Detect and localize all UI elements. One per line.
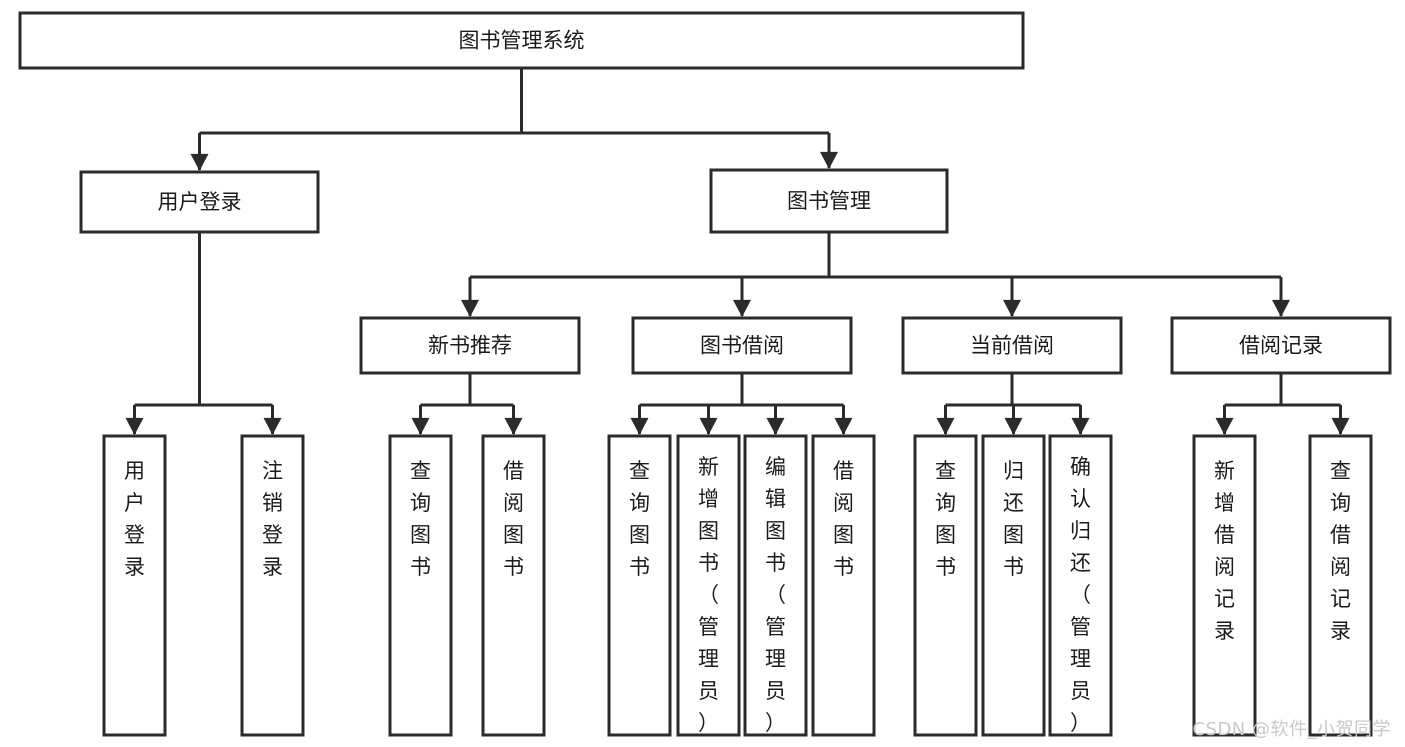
node-l2-图书管理-label: 图书管理 [787, 189, 871, 213]
arrow-head-icon [461, 299, 479, 317]
arrow-head-icon [504, 417, 523, 435]
node-l3-当前借阅-label: 当前借阅 [970, 334, 1054, 358]
node-leaf-注销登录-box[interactable] [240, 434, 305, 737]
arrow-head-icon [1272, 299, 1290, 317]
arrow-head-icon [1331, 417, 1350, 435]
arrow-head-icon [936, 417, 955, 435]
node-leaf-确认归还管理员-label: 确认归还（管理员） [1070, 455, 1091, 735]
node-root-图书管理系统-label: 图书管理系统 [459, 29, 585, 53]
node-leaf-确认归还管理员-box[interactable] [1048, 434, 1113, 737]
node-leaf-查询图书-label: 查询图书 [410, 459, 431, 579]
node-leaf-新增图书管理员-box[interactable] [676, 434, 741, 737]
node-l2-图书管理[interactable]: 图书管理 [709, 168, 949, 234]
node-leaf-查询借阅记录-label: 查询借阅记录 [1330, 459, 1351, 643]
node-leaf-查询图书-box[interactable] [607, 434, 672, 737]
arrow-head-icon [820, 151, 838, 169]
node-l2-用户登录[interactable]: 用户登录 [79, 170, 320, 234]
node-leaf-用户登录-box[interactable] [102, 434, 167, 737]
node-leaf-查询借阅记录-box[interactable] [1308, 434, 1373, 737]
node-root-图书管理系统[interactable]: 图书管理系统 [18, 11, 1025, 70]
node-leaf-借阅图书-label: 借阅图书 [503, 459, 524, 579]
node-root-图书管理系统-box[interactable] [18, 11, 1025, 70]
arrow-head-icon [411, 417, 430, 435]
node-l3-新书推荐-label: 新书推荐 [428, 334, 512, 358]
arrow-head-icon [733, 299, 751, 317]
node-l3-新书推荐[interactable]: 新书推荐 [359, 316, 581, 375]
node-leaf-归还图书-box[interactable] [981, 434, 1046, 737]
node-leaf-查询图书[interactable]: 查询图书 [913, 434, 978, 737]
node-leaf-注销登录[interactable]: 注销登录 [240, 434, 305, 737]
node-leaf-新增借阅记录-label: 新增借阅记录 [1214, 459, 1235, 643]
node-leaf-编辑图书管理员[interactable]: 编辑图书（管理员） [743, 434, 808, 737]
node-l2-用户登录-box[interactable] [79, 170, 320, 234]
node-leaf-查询图书-label: 查询图书 [935, 459, 956, 579]
node-leaf-新增图书管理员-label: 新增图书（管理员） [698, 455, 719, 735]
arrow-head-icon [766, 417, 785, 435]
node-leaf-借阅图书-box[interactable] [811, 434, 876, 737]
node-leaf-查询图书-box[interactable] [913, 434, 978, 737]
node-leaf-确认归还管理员[interactable]: 确认归还（管理员） [1048, 434, 1113, 737]
node-l3-借阅记录-label: 借阅记录 [1239, 334, 1323, 358]
arrow-head-icon [125, 417, 144, 435]
node-leaf-用户登录[interactable]: 用户登录 [102, 434, 167, 737]
arrow-head-icon [263, 417, 282, 435]
arrow-head-icon [699, 417, 718, 435]
node-leaf-查询图书[interactable]: 查询图书 [388, 434, 453, 737]
node-l2-图书管理-box[interactable] [709, 168, 949, 234]
node-leaf-编辑图书管理员-label: 编辑图书（管理员） [765, 455, 786, 735]
node-l3-图书借阅[interactable]: 图书借阅 [631, 316, 853, 375]
node-leaf-新增图书管理员[interactable]: 新增图书（管理员） [676, 434, 741, 737]
node-l3-借阅记录[interactable]: 借阅记录 [1170, 316, 1392, 375]
node-leaf-借阅图书-label: 借阅图书 [833, 459, 854, 579]
node-leaf-查询图书[interactable]: 查询图书 [607, 434, 672, 737]
node-l3-当前借阅[interactable]: 当前借阅 [901, 316, 1123, 375]
node-leaf-编辑图书管理员-box[interactable] [743, 434, 808, 737]
node-leaf-归还图书[interactable]: 归还图书 [981, 434, 1046, 737]
arrow-head-icon [1071, 417, 1090, 435]
node-l3-图书借阅-label: 图书借阅 [700, 334, 784, 358]
node-leaf-查询图书-label: 查询图书 [629, 459, 650, 579]
arrow-head-icon [190, 153, 209, 171]
arrow-head-icon [834, 417, 853, 435]
node-leaf-借阅图书-box[interactable] [481, 434, 546, 737]
arrow-head-icon [1215, 417, 1234, 435]
node-leaf-借阅图书[interactable]: 借阅图书 [811, 434, 876, 737]
node-leaf-查询借阅记录[interactable]: 查询借阅记录 [1308, 434, 1373, 737]
arrow-head-icon [1004, 417, 1023, 435]
node-leaf-借阅图书[interactable]: 借阅图书 [481, 434, 546, 737]
node-leaf-新增借阅记录-box[interactable] [1192, 434, 1257, 737]
node-leaf-归还图书-label: 归还图书 [1003, 459, 1024, 579]
node-l2-用户登录-label: 用户登录 [158, 190, 242, 214]
node-leaf-查询图书-box[interactable] [388, 434, 453, 737]
node-leaf-用户登录-label: 用户登录 [124, 459, 145, 579]
node-leaf-注销登录-label: 注销登录 [262, 459, 283, 579]
node-leaf-新增借阅记录[interactable]: 新增借阅记录 [1192, 434, 1257, 737]
arrow-head-icon [630, 417, 649, 435]
node-l3-借阅记录-box[interactable] [1170, 316, 1392, 375]
arrow-head-icon [1003, 299, 1021, 317]
